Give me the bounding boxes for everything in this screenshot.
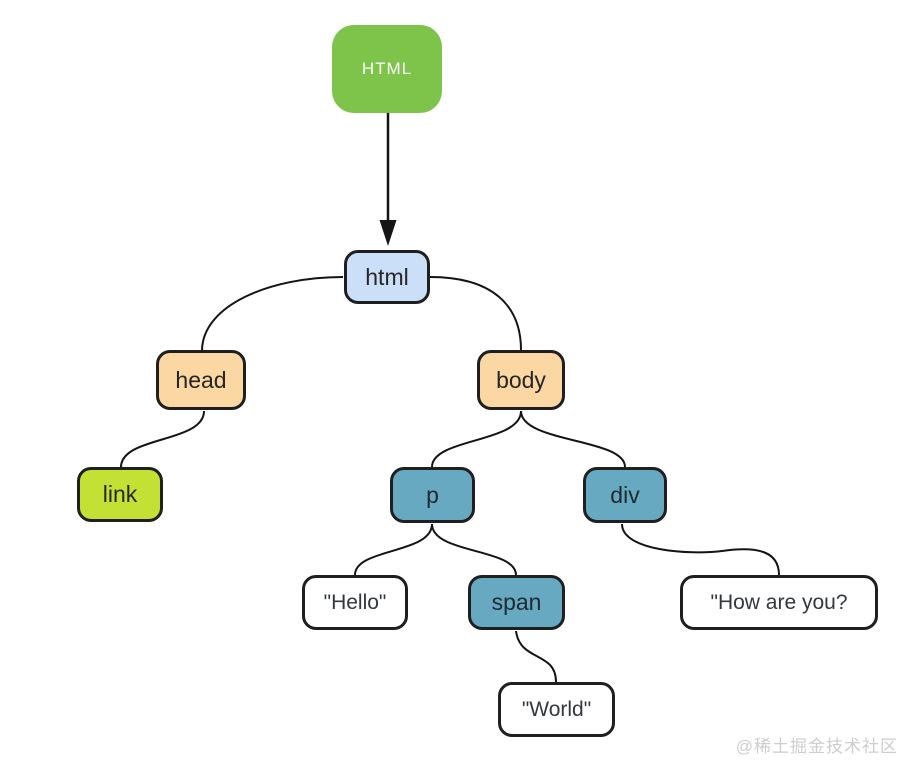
node-html-root: HTML: [332, 25, 442, 113]
node-span: span: [468, 575, 565, 630]
node-link: link: [77, 467, 163, 522]
node-text-how-are-you: "How are you?: [680, 575, 878, 630]
node-head: head: [156, 350, 246, 410]
node-div: div: [583, 467, 667, 523]
node-p: p: [390, 467, 475, 523]
edge-html-body: [429, 276, 522, 351]
arrow-head-icon: [379, 220, 397, 246]
edge-p-span: [431, 523, 517, 576]
watermark: @稀土掘金技术社区: [735, 737, 898, 756]
edge-span-world: [515, 630, 557, 683]
edge-body-p: [431, 410, 522, 468]
edge-html-head: [201, 276, 344, 351]
edge-div-how: [621, 523, 780, 576]
node-text-hello: "Hello": [302, 575, 408, 630]
node-text-world: "World": [498, 682, 615, 737]
edge-body-div: [520, 410, 626, 468]
edge-head-link: [120, 410, 205, 468]
node-body: body: [477, 350, 565, 410]
edge-p-hello: [354, 523, 433, 576]
node-html: html: [344, 250, 430, 304]
